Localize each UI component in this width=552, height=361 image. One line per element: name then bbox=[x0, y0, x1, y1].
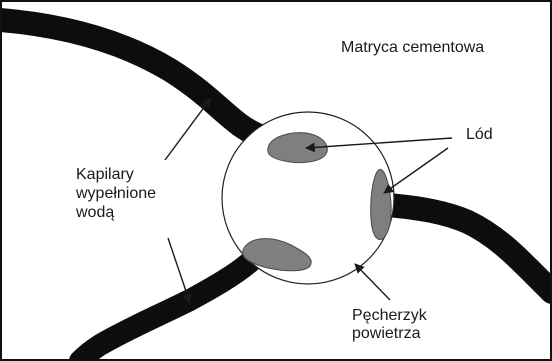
label-capillaries-line-3: wodą bbox=[75, 204, 114, 221]
label-matrix: Matryca cementowa bbox=[341, 39, 484, 56]
label-bubble: Pęcherzyk powietrza bbox=[352, 307, 431, 342]
label-bubble-line-2: powietrza bbox=[352, 325, 421, 342]
label-capillaries-line-2: wypełnione bbox=[75, 185, 156, 202]
label-bubble-line-1: Pęcherzyk bbox=[352, 307, 428, 324]
label-ice: Lód bbox=[466, 126, 493, 143]
label-capillaries-line-1: Kapilary bbox=[76, 166, 134, 183]
